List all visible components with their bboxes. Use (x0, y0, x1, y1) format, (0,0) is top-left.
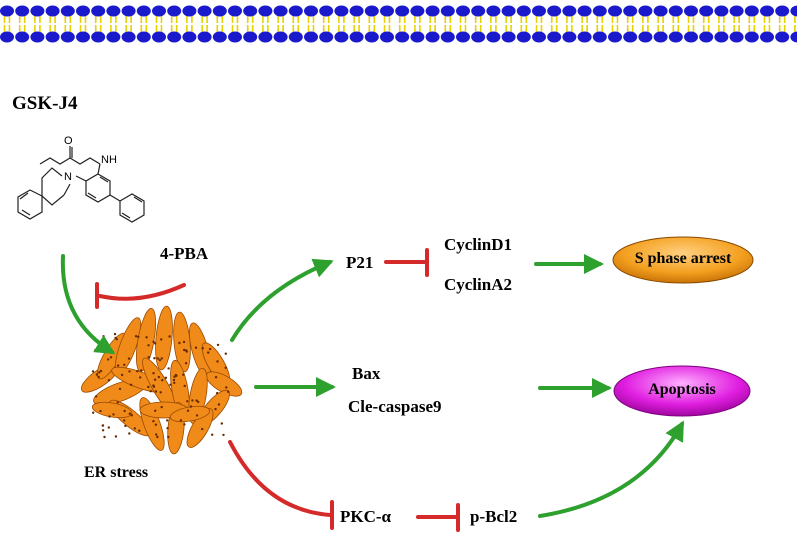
s-phase-arrest-pill (612, 236, 754, 284)
lipid-bilayer-icon (0, 5, 797, 43)
inhibit-er-to-pkc (228, 440, 332, 517)
molecule-nh-label: NH (101, 154, 117, 166)
arrow-er-to-p21 (230, 258, 334, 342)
4-pba-label: 4-PBA (160, 244, 209, 263)
arrow-pbcl2-to-apoptosis (538, 420, 684, 518)
er-stress-label: ER stress (84, 464, 149, 481)
p-bcl2-label: p-Bcl2 (470, 507, 518, 526)
apoptosis-label: Apoptosis (648, 381, 716, 398)
chemical-structure-icon (17, 146, 145, 223)
gsk-j4-label: GSK-J4 (12, 93, 78, 114)
s-phase-arrest-label: S phase arrest (634, 250, 732, 267)
molecule-n-label: N (64, 171, 72, 183)
inhibit-4pba-to-er (98, 283, 186, 301)
molecule-oxygen-label: O (64, 135, 73, 147)
cle-caspase9-label: Cle-caspase9 (348, 397, 442, 416)
pkc-alpha-label: PKC-α (340, 507, 392, 526)
arrow-gskj4-to-er (60, 254, 116, 355)
apoptosis-pill (613, 365, 751, 417)
cyclin-a2-label: CyclinA2 (444, 275, 512, 294)
endoplasmic-reticulum-icon (81, 305, 243, 455)
bax-label: Bax (352, 364, 381, 383)
cyclin-d1-label: CyclinD1 (444, 235, 512, 254)
p21-label: P21 (346, 253, 374, 272)
